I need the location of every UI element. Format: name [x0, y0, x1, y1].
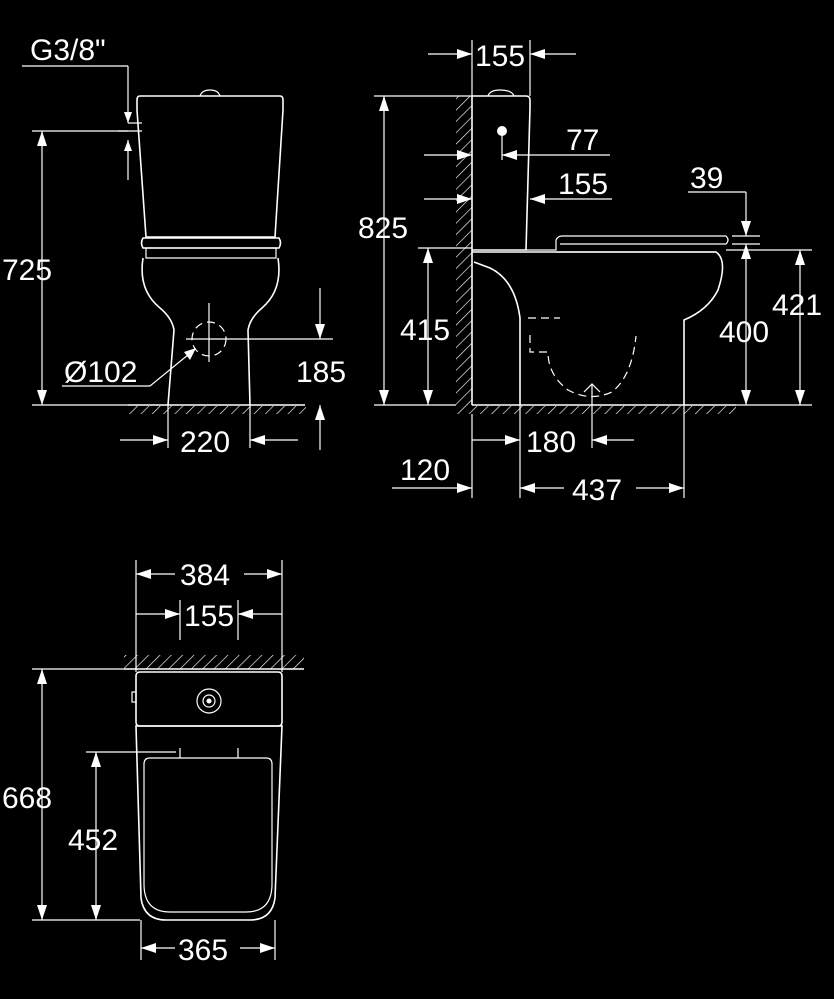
wall-hatch — [456, 96, 472, 406]
tank-depth-label: 155 — [475, 40, 525, 73]
front-height-label: 725 — [2, 254, 52, 287]
profile-view: 155 77 155 39 825 415 — [358, 40, 822, 507]
floor-hatch-front — [128, 406, 306, 414]
outlet-height-label: 185 — [296, 356, 346, 389]
wall-offset-label: 120 — [400, 454, 450, 487]
top-bowl — [135, 725, 283, 921]
bowl-outline — [141, 257, 280, 406]
cistern-outline — [136, 95, 284, 238]
outlet-symbol — [186, 303, 232, 362]
total-depth-label: 668 — [2, 782, 52, 815]
front-view: G3/8" 725 Ø102 185 220 — [2, 34, 346, 459]
bowl-height-label: 400 — [719, 316, 769, 349]
inlet-offset-label: 77 — [566, 124, 599, 157]
seat-outline — [140, 237, 282, 249]
bowl-length-label: 437 — [572, 474, 622, 507]
profile-bowl — [472, 251, 724, 405]
seat-height-label: 415 — [400, 314, 450, 347]
profile-cistern — [472, 95, 531, 251]
flush-button-icon — [196, 688, 222, 714]
floor-hatch-profile — [456, 406, 736, 414]
outlet-width-label: 220 — [180, 426, 230, 459]
tank-lower-label: 155 — [558, 168, 608, 201]
total-height-label: 825 — [358, 212, 408, 245]
seat-depth-label: 452 — [68, 824, 118, 857]
tank-width-label: 155 — [184, 600, 234, 633]
connection-label: G3/8" — [30, 34, 106, 67]
outlet-distance-label: 180 — [526, 426, 576, 459]
top-view: 384 155 668 452 365 — [2, 559, 304, 967]
outlet-diameter-label: Ø102 — [64, 356, 137, 389]
total-width-label: 384 — [180, 559, 230, 592]
seat-thickness-label: 39 — [690, 162, 723, 195]
rim-height-label: 421 — [772, 289, 822, 322]
wall-hatch-top — [124, 655, 304, 669]
seat-width-label: 365 — [178, 934, 228, 967]
